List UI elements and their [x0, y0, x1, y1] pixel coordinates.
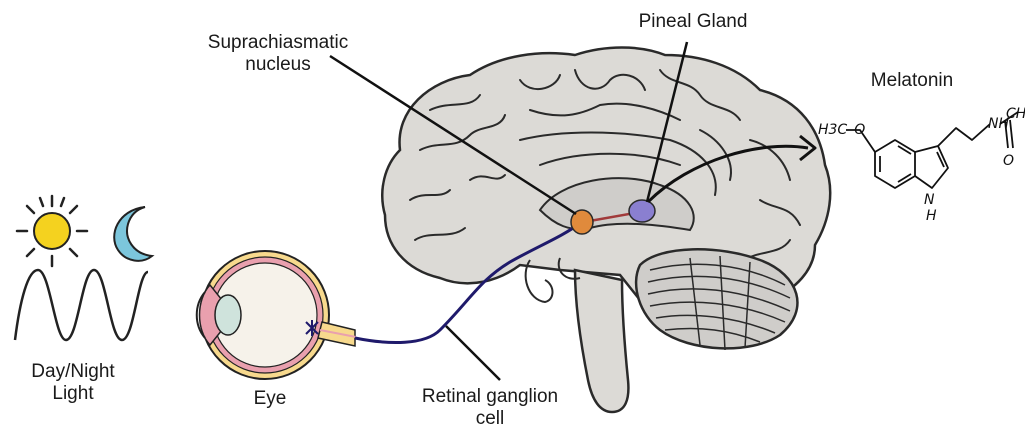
- melatonin-atom-labels: H3C–O NH CH3 O N H: [818, 106, 1025, 224]
- svg-text:O: O: [1003, 153, 1014, 169]
- retinal-ganglion-label-line1: Retinal ganglion: [395, 386, 585, 408]
- svg-text:N: N: [924, 192, 935, 208]
- melatonin-label-text: Melatonin: [852, 70, 972, 92]
- day-night-label-line1: Day/Night: [18, 361, 128, 383]
- eye-label: Eye: [240, 388, 300, 410]
- day-night-label: Day/Night Light: [18, 361, 128, 405]
- day-night-wave: [15, 270, 148, 340]
- melatonin-label: Melatonin: [852, 70, 972, 92]
- svg-text:H3C–O: H3C–O: [818, 122, 865, 138]
- sun-icon: [17, 196, 87, 266]
- pineal-gland: [629, 200, 655, 222]
- brain-illustration: [382, 48, 830, 413]
- svg-text:H: H: [926, 208, 937, 224]
- svg-text:CH3: CH3: [1006, 106, 1025, 122]
- scn-label-line2: nucleus: [178, 54, 378, 76]
- moon-icon: [114, 207, 152, 261]
- rgc-leader-line: [446, 326, 500, 380]
- day-night-label-line2: Light: [18, 383, 128, 405]
- scn-label-line1: Suprachiasmatic: [178, 32, 378, 54]
- scn-label: Suprachiasmatic nucleus: [178, 32, 378, 76]
- retinal-ganglion-label-line2: cell: [395, 408, 585, 430]
- pineal-label: Pineal Gland: [618, 11, 768, 33]
- eye-illustration: [197, 251, 356, 379]
- eye-label-text: Eye: [240, 388, 300, 410]
- pineal-label-text: Pineal Gland: [618, 11, 768, 33]
- retinal-ganglion-label: Retinal ganglion cell: [395, 386, 585, 430]
